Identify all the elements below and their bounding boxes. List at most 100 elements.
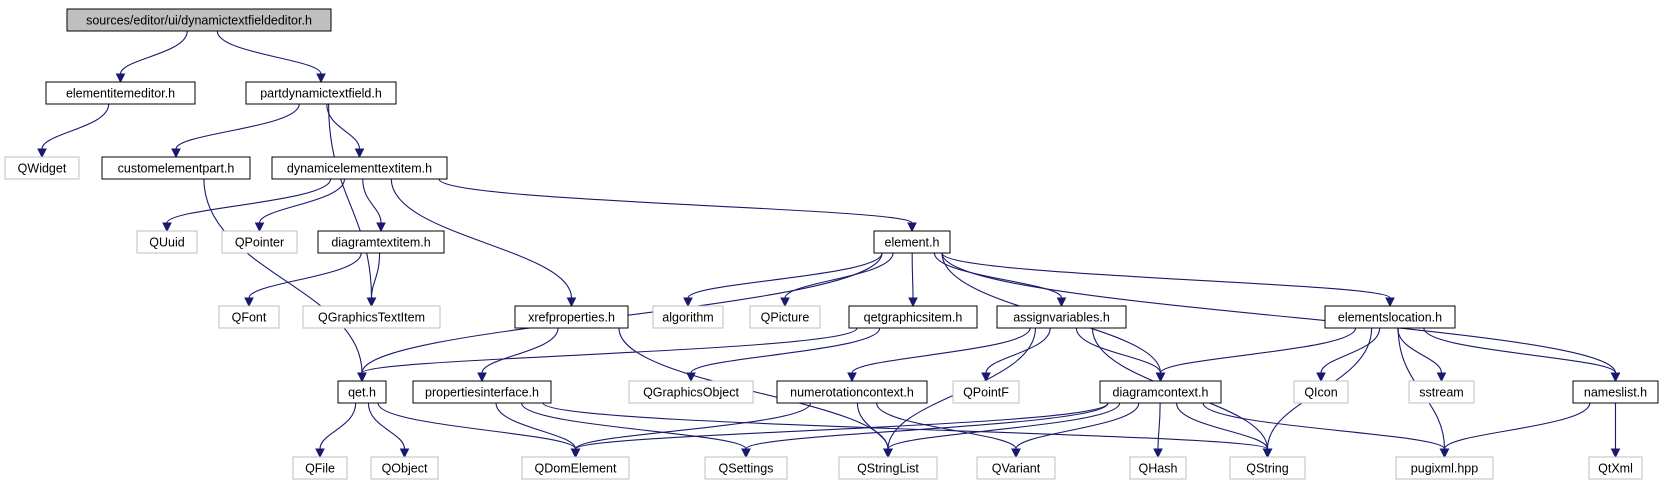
edge-dynamicelementtextitem-h-to-element-h [438, 178, 917, 233]
edge-qetgraphicsitem-h-to-qet-h [357, 327, 858, 383]
arrowhead [1262, 448, 1273, 459]
node-qhash: QHash [1129, 456, 1187, 480]
node-box [412, 380, 552, 404]
node-box [370, 456, 439, 480]
edge-xrefproperties-h-to-propertiesinterface-h [477, 327, 559, 383]
node-dynamicelementtextitem-h[interactable]: dynamicelementtextitem.h [271, 156, 448, 180]
arrowhead [357, 372, 367, 383]
node-label: nameslist.h [1584, 386, 1647, 400]
node-assignvariables-h[interactable]: assignvariables.h [996, 305, 1127, 329]
arrowhead [908, 297, 918, 308]
node-box [776, 380, 928, 404]
node-box [652, 305, 724, 329]
edge-sources-editor-ui-dynamictextfieldeditor-h-to-elementitemeditor-h [115, 30, 188, 84]
edge-dynamicelementtextitem-h-to-diagramtextitem-h [362, 178, 386, 233]
edges-layer [37, 30, 1621, 459]
node-label: QPointer [235, 236, 284, 250]
node-diagramcontext-h[interactable]: diagramcontext.h [1099, 380, 1222, 404]
node-label: QPicture [761, 311, 810, 325]
edge-dynamicelementtextitem-h-to-qpointer [254, 178, 346, 233]
arrowhead [570, 448, 581, 459]
node-box [136, 230, 198, 254]
edge-elementslocation-h-to-diagramcontext-h [1155, 327, 1357, 383]
node-qwidget: QWidget [4, 156, 80, 180]
node-elementitemeditor-h[interactable]: elementitemeditor.h [45, 81, 196, 105]
node-diagramtextitem-h[interactable]: diagramtextitem.h [317, 230, 445, 254]
node-label: diagramtextitem.h [331, 236, 430, 250]
node-qobject: QObject [370, 456, 439, 480]
node-qdomelement: QDomElement [521, 456, 630, 480]
node-element-h[interactable]: element.h [873, 230, 951, 254]
node-label: QFont [232, 311, 267, 325]
arrowhead [162, 222, 172, 233]
edge-element-h-to-elementslocation-h [941, 252, 1395, 308]
node-label: QGraphicsTextItem [318, 311, 425, 325]
arrowhead [1011, 448, 1021, 459]
node-qfile: QFile [292, 456, 348, 480]
edge-elementslocation-h-to-nameslist-h [1423, 327, 1621, 383]
node-qstring: QString [1229, 456, 1306, 480]
node-box [337, 380, 387, 404]
node-sstream: sstream [1408, 380, 1475, 404]
node-box [838, 456, 938, 480]
node-qetgraphicsitem-h[interactable]: qetgraphicsitem.h [848, 305, 978, 329]
node-box [1129, 456, 1187, 480]
node-label: numerotationcontext.h [790, 386, 914, 400]
arrowhead [981, 372, 991, 383]
arrowhead [907, 222, 917, 233]
node-label: QtXml [1598, 462, 1633, 476]
arrowhead [1056, 297, 1067, 308]
node-box [1395, 456, 1494, 480]
node-label: xrefproperties.h [528, 311, 615, 325]
node-partdynamictextfield-h[interactable]: partdynamictextfield.h [245, 81, 397, 105]
edge-diagramcontext-h-to-qstringlist [883, 402, 1121, 459]
arrowhead [686, 372, 696, 383]
arrowhead [171, 148, 181, 159]
node-label: QDomElement [535, 462, 617, 476]
edge-diagramcontext-h-to-qdomelement [570, 402, 1109, 459]
node-box [317, 230, 445, 254]
node-box [101, 156, 251, 180]
arrowhead [376, 222, 386, 233]
node-qicon: QIcon [1293, 380, 1349, 404]
edge-propertiesinterface-h-to-qsettings [521, 402, 751, 459]
edge-diagramtextitem-h-to-qgraphicstextitem [366, 252, 381, 308]
node-label: QStringList [857, 462, 919, 476]
node-box [952, 380, 1020, 404]
node-customelementpart-h[interactable]: customelementpart.h [101, 156, 251, 180]
node-label: propertiesinterface.h [425, 386, 539, 400]
arrowhead [115, 73, 126, 84]
node-label: dynamicelementtextitem.h [287, 162, 432, 176]
node-qpointer: QPointer [221, 230, 298, 254]
node-box [45, 81, 196, 105]
node-label: element.h [885, 236, 940, 250]
node-qet-h[interactable]: qet.h [337, 380, 387, 404]
node-box [749, 305, 821, 329]
node-propertiesinterface-h[interactable]: propertiesinterface.h [412, 380, 552, 404]
node-box [302, 305, 441, 329]
node-elementslocation-h[interactable]: elementslocation.h [1324, 305, 1456, 329]
edge-nameslist-h-to-qtxml [1610, 403, 1621, 459]
node-label: assignvariables.h [1013, 311, 1110, 325]
node-box [848, 305, 978, 329]
edge-assignvariables-h-to-diagramcontext-h [1075, 327, 1166, 383]
arrowhead [1439, 448, 1450, 459]
nodes-layer: sources/editor/ui/dynamictextfieldeditor… [4, 8, 1659, 480]
node-numerotationcontext-h[interactable]: numerotationcontext.h [776, 380, 928, 404]
node-box [873, 230, 951, 254]
node-box [245, 81, 397, 105]
node-label: QString [1246, 462, 1288, 476]
node-qstringlist: QStringList [838, 456, 938, 480]
node-qgraphicsobject: QGraphicsObject [628, 380, 754, 404]
edge-diagramcontext-h-to-qhash [1153, 402, 1163, 459]
arrowhead [316, 73, 326, 84]
node-xrefproperties-h[interactable]: xrefproperties.h [514, 305, 629, 329]
edge-elementslocation-h-to-qicon [1316, 327, 1381, 383]
node-sources-editor-ui-dynamictextfieldeditor-h[interactable]: sources/editor/ui/dynamictextfieldeditor… [66, 8, 332, 32]
node-nameslist-h[interactable]: nameslist.h [1572, 380, 1659, 404]
arrowhead [566, 297, 577, 308]
node-qfont: QFont [218, 305, 280, 329]
edge-dynamicelementtextitem-h-to-quuid [162, 178, 332, 233]
node-box [1408, 380, 1475, 404]
